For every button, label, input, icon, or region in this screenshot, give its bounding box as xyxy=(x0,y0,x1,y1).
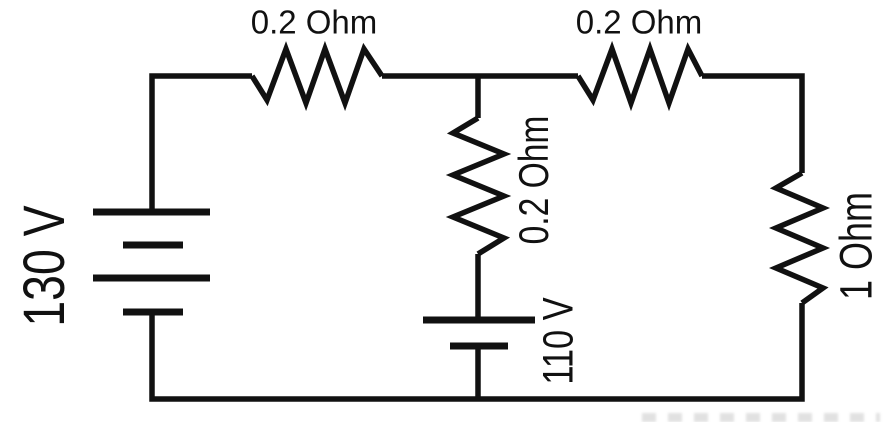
resistor-top-right-label: 0.2 Ohm xyxy=(575,3,703,41)
resistor-top-left-symbol xyxy=(249,40,385,112)
resistor-right-label: 1 Ohm xyxy=(830,191,882,301)
battery-left-label: 130 V xyxy=(12,205,77,327)
wire-right-top xyxy=(702,73,805,173)
resistor-middle-label: 0.2 Ohm xyxy=(510,115,557,245)
resistor-top-right-symbol xyxy=(575,40,705,112)
wire-left-top xyxy=(149,73,252,212)
battery-middle-label: 110 V xyxy=(534,297,583,385)
watermark-artifact xyxy=(642,413,880,422)
resistor-middle-symbol xyxy=(445,115,512,257)
resistor-right-symbol xyxy=(768,170,831,306)
resistor-top-left-label: 0.2 Ohm xyxy=(250,3,378,41)
